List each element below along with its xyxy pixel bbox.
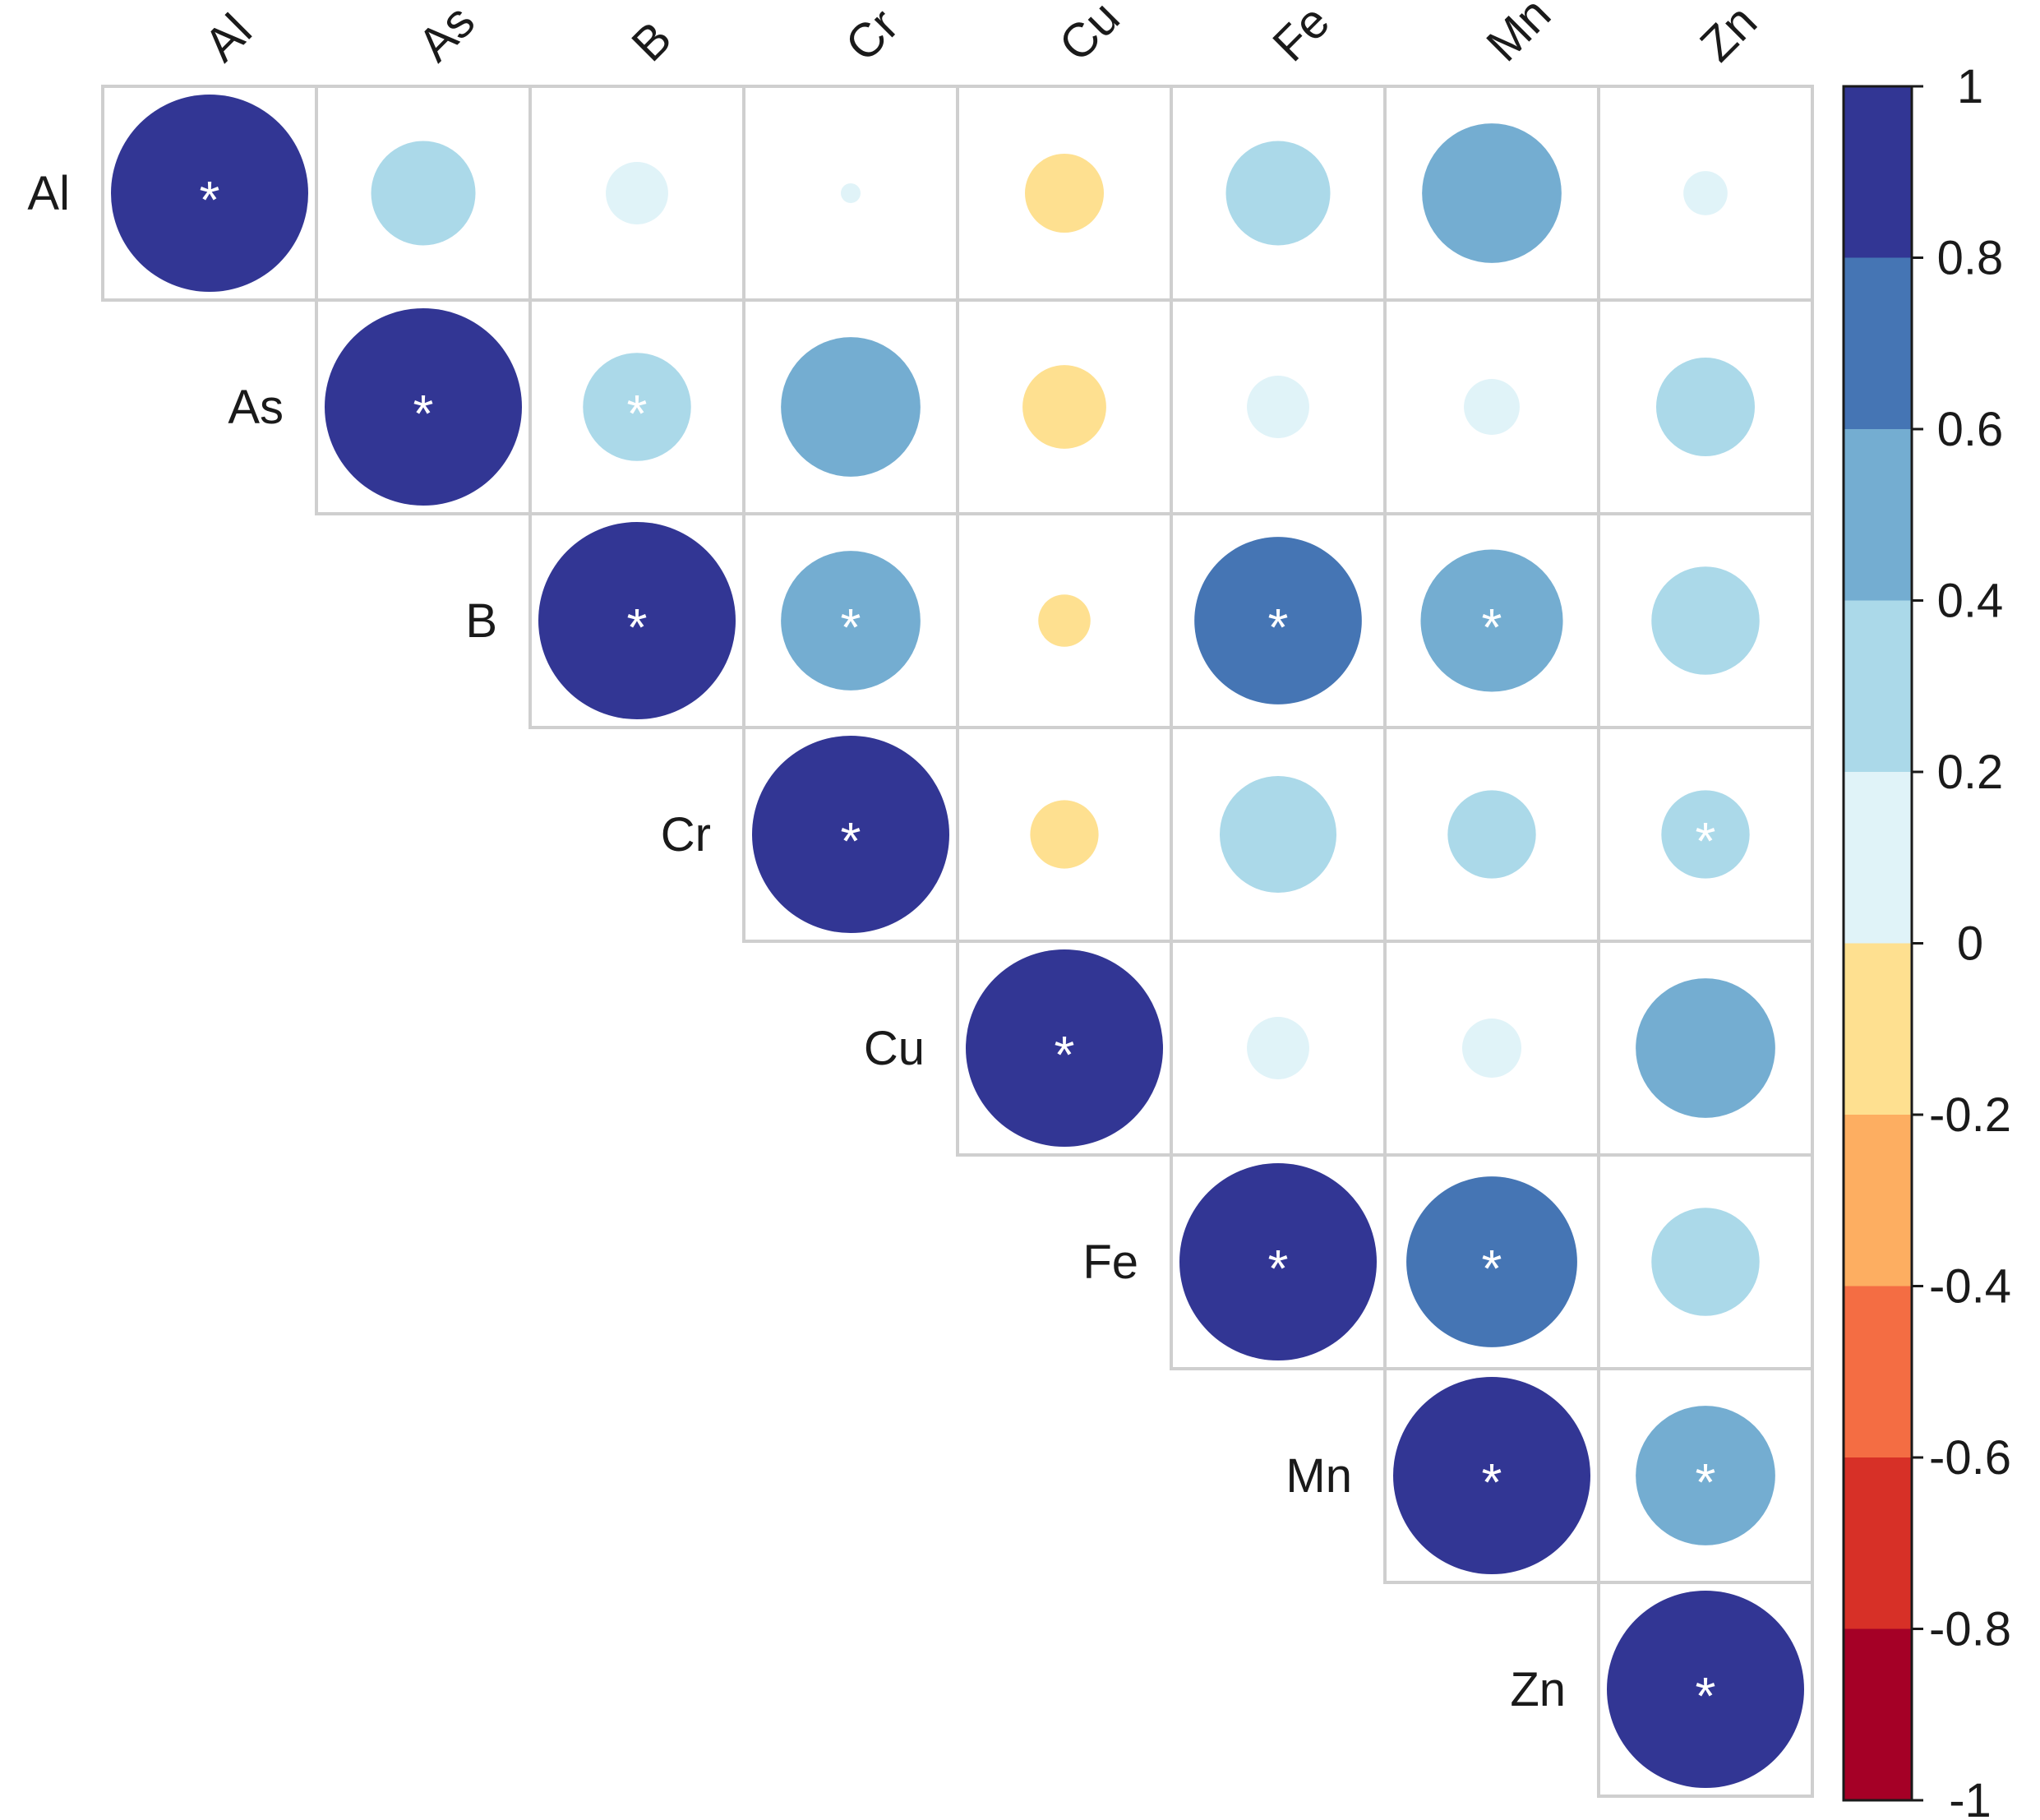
significance-star-B-Fe: *	[1268, 598, 1289, 657]
corr-circle-Zn-Zn	[1607, 1591, 1804, 1788]
colorbar-tick-label: 0.6	[1937, 403, 2004, 456]
significance-star-Fe-Mn: *	[1482, 1239, 1502, 1298]
corr-circle-Al-As	[371, 141, 476, 246]
colorbar-tick-label: 0	[1957, 917, 1983, 971]
colorbar-tick-label: -0.4	[1929, 1260, 2011, 1314]
corr-circle-Cr-Mn	[1447, 790, 1536, 879]
significance-star-B-Mn: *	[1482, 598, 1502, 657]
corr-circle-Al-Zn	[1683, 171, 1728, 215]
corr-circle-B-Cu	[1038, 594, 1091, 647]
significance-star-Cr-Cr: *	[841, 811, 861, 871]
corr-circle-Al-Al	[111, 95, 308, 292]
corr-circle-Cu-Zn	[1636, 978, 1775, 1118]
corr-circle-Fe-Mn	[1406, 1176, 1577, 1347]
row-label-Fe: Fe	[1082, 1236, 1138, 1289]
corr-circle-As-Mn	[1464, 379, 1520, 435]
colorbar-bin-6	[1844, 1115, 1912, 1286]
colorbar-bin-2	[1844, 429, 1912, 601]
significance-star-As-As: *	[413, 384, 434, 443]
colorbar-bin-9	[1844, 1628, 1912, 1801]
corr-circle-Cu-Mn	[1462, 1019, 1521, 1078]
corr-circle-Mn-Mn	[1393, 1377, 1590, 1574]
colorbar-bin-3	[1844, 600, 1912, 773]
grid	[101, 85, 1814, 1798]
corr-circle-Al-Cr	[841, 183, 861, 203]
colorbar-bin-7	[1844, 1286, 1912, 1458]
col-label-Cr: Cr	[835, 0, 908, 72]
corr-circle-Al-Fe	[1225, 141, 1331, 246]
colorbar-tick-label: -0.6	[1929, 1431, 2011, 1485]
col-label-Fe: Fe	[1262, 0, 1340, 72]
corr-circle-As-Cu	[1022, 365, 1106, 449]
corr-circle-Fe-Zn	[1651, 1208, 1760, 1316]
colorbar-bin-8	[1844, 1457, 1912, 1629]
row-label-Cr: Cr	[661, 808, 711, 861]
col-label-Mn: Mn	[1476, 0, 1561, 72]
corr-circle-B-Mn	[1420, 549, 1563, 692]
colorbar-bin-5	[1844, 943, 1912, 1116]
significance-star-Cr-Zn: *	[1696, 811, 1716, 871]
column-labels: Al As B Cr Cu Fe Mn Zn	[194, 0, 1767, 72]
significance-star-Mn-Mn: *	[1482, 1453, 1502, 1512]
corr-circle-As-B	[583, 353, 691, 461]
corr-circle-Fe-Fe	[1179, 1163, 1377, 1360]
corr-circle-B-Zn	[1651, 566, 1760, 675]
corr-circle-Cr-Cr	[752, 736, 949, 933]
colorbar-bin-1	[1844, 257, 1912, 430]
colorbar-tick-label: 0.2	[1937, 746, 2004, 799]
colorbar-tick-label: -0.8	[1929, 1603, 2011, 1656]
colorbar-tick-label: 0.8	[1937, 232, 2004, 285]
col-label-B: B	[621, 12, 681, 72]
colorbar-tick-label: -1	[1949, 1774, 1992, 1820]
col-label-Cu: Cu	[1049, 0, 1129, 72]
significance-star-Fe-Fe: *	[1268, 1239, 1289, 1298]
col-label-Al: Al	[194, 4, 261, 72]
significance-star-Cu-Cu: *	[1055, 1025, 1075, 1084]
colorbar-tick-label: -0.2	[1929, 1088, 2011, 1142]
significance-star-B-B: *	[627, 598, 648, 657]
significance-star-Mn-Zn: *	[1696, 1453, 1716, 1512]
corr-circle-B-B	[538, 522, 736, 719]
corr-circle-As-Zn	[1656, 358, 1755, 456]
row-label-Mn: Mn	[1285, 1449, 1352, 1503]
corr-circle-Cr-Cu	[1030, 800, 1099, 869]
corr-circle-Cr-Zn	[1661, 790, 1750, 879]
row-label-As: As	[228, 381, 284, 434]
col-label-Zn: Zn	[1690, 0, 1767, 72]
corr-circle-Cr-Fe	[1220, 776, 1336, 893]
row-label-Al: Al	[27, 167, 70, 220]
colorbar-tick-label: 1	[1957, 60, 1983, 113]
corr-circle-B-Cr	[781, 551, 921, 691]
row-label-B: B	[465, 594, 497, 648]
corr-circle-As-Cr	[781, 337, 921, 477]
colorbar-bin-0	[1844, 86, 1912, 258]
corr-circle-As-Fe	[1247, 376, 1309, 438]
significance-star-As-B: *	[627, 384, 648, 443]
significance-star-B-Cr: *	[841, 598, 861, 657]
colorbar-bin-4	[1844, 772, 1912, 944]
colorbar: 1 0.8 0.6 0.4 0.2 0 -0.2 -0.4 -0.6 -0.8 -1	[1842, 60, 2011, 1820]
row-label-Zn: Zn	[1510, 1663, 1566, 1716]
corr-circle-Cu-Fe	[1247, 1017, 1309, 1079]
grid-cell-Zn-Zn	[1597, 1581, 1814, 1798]
correlation-circles: * * * * * * * * * * * * * * *	[111, 95, 1804, 1788]
row-label-Cu: Cu	[864, 1022, 925, 1075]
significance-star-Al-Al: *	[200, 170, 220, 229]
corr-circle-B-Fe	[1194, 537, 1362, 704]
corr-circle-Al-Mn	[1422, 123, 1562, 263]
corr-circle-Cu-Cu	[966, 949, 1163, 1147]
corr-circle-As-As	[325, 308, 522, 506]
corr-circle-Al-Cu	[1025, 154, 1104, 233]
corr-circle-Al-B	[606, 162, 668, 224]
col-label-As: As	[408, 0, 485, 72]
colorbar-tick-label: 0.4	[1937, 575, 2004, 628]
corr-circle-Mn-Zn	[1636, 1406, 1775, 1545]
significance-star-Zn-Zn: *	[1696, 1666, 1716, 1725]
